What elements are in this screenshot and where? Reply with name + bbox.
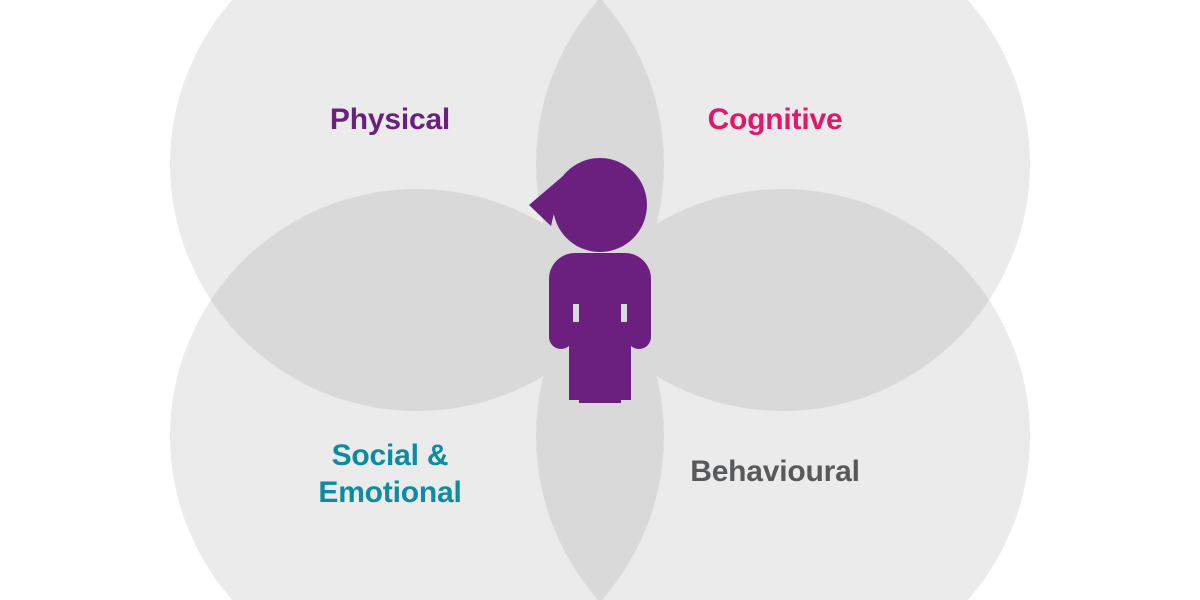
overlap-cognitive-behavioural bbox=[536, 189, 1030, 411]
label-physical: Physical bbox=[329, 103, 451, 136]
label-behavioural: Behavioural bbox=[690, 455, 860, 488]
label-social-emotional: Social & Emotional bbox=[318, 439, 462, 509]
overlap-physical-social bbox=[170, 189, 664, 411]
label-cognitive: Cognitive bbox=[707, 103, 843, 136]
person-silhouette-icon bbox=[529, 158, 651, 403]
